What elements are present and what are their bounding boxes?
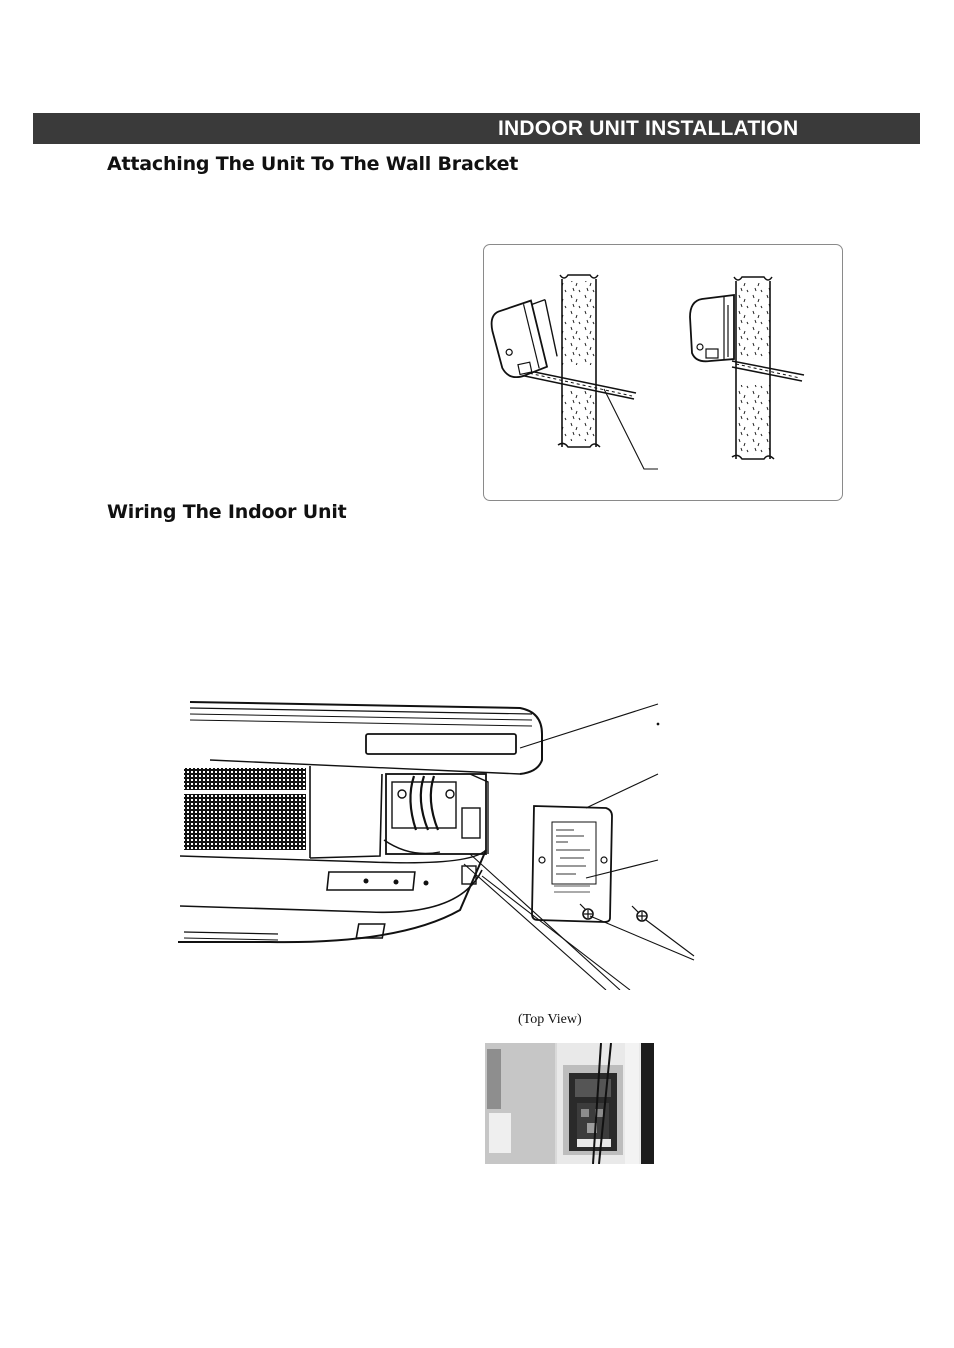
indoor-unit-tilted xyxy=(490,298,558,378)
wall-bracket-drawing xyxy=(490,274,805,470)
drain-pipe-left xyxy=(519,368,637,400)
indoor-unit-body xyxy=(178,701,543,944)
wall-section-right xyxy=(731,276,775,460)
drain-pipe-right xyxy=(731,360,805,382)
wall-section-left xyxy=(557,274,601,448)
top-view-caption: (Top View) xyxy=(518,1012,582,1027)
wall-bracket-figure xyxy=(483,244,843,501)
indoor-unit-hung xyxy=(689,293,735,363)
page-title: INDOOR UNIT INSTALLATION xyxy=(498,117,799,140)
terminal-block-photo xyxy=(485,1042,654,1165)
terminal-block-photo-drawing xyxy=(485,1042,654,1165)
heading-wiring-indoor-unit: Wiring The Indoor Unit xyxy=(107,501,347,523)
heading-attaching-wall-bracket: Attaching The Unit To The Wall Bracket xyxy=(107,153,519,175)
wiring-cover xyxy=(531,805,613,923)
section-banner: INDOOR UNIT INSTALLATION xyxy=(33,113,920,144)
callout-leader xyxy=(603,388,658,470)
callout-leaders xyxy=(463,703,695,991)
wiring-cover-figure xyxy=(170,690,730,991)
wiring-cover-drawing xyxy=(178,701,695,991)
